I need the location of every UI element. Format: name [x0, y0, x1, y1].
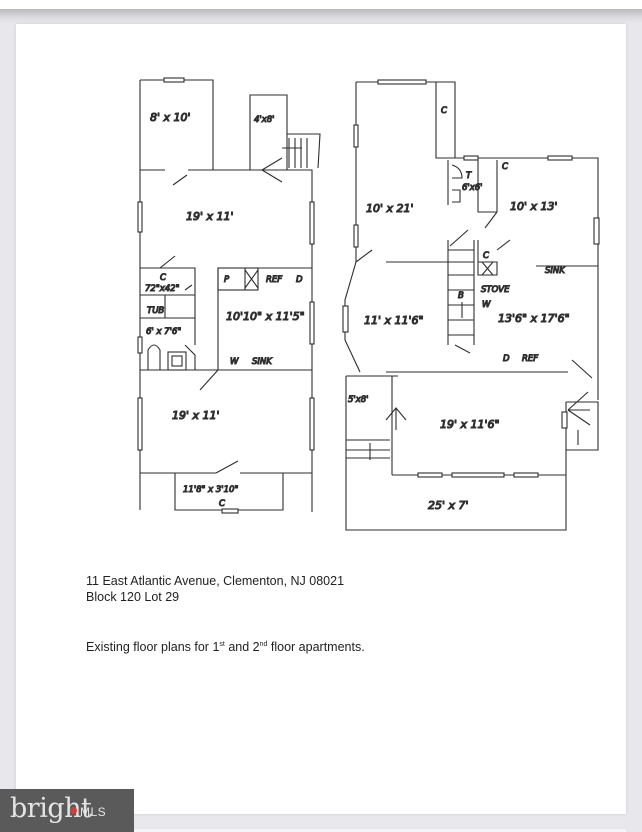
address-line: 11 East Atlantic Avenue, Clementon, NJ 0…: [86, 574, 345, 588]
fixture-label: D: [296, 275, 303, 285]
fixture-label: REF: [522, 354, 538, 364]
room-label: 8' x 10': [150, 111, 191, 124]
document-page: 8' x 10' 4'x8' 19' x 11' C 72"x42" TUB 6…: [16, 24, 626, 814]
fixture-label: D: [503, 354, 510, 364]
room-label: 6'x6': [462, 183, 483, 193]
fixture-label: T: [466, 171, 472, 181]
fixture-label: C: [483, 251, 489, 261]
room-label: 11'8" x 3'10": [183, 485, 238, 495]
room-label: 5'x8': [348, 395, 369, 405]
room-label: TUB: [147, 306, 164, 316]
fixture-label: C: [441, 106, 447, 116]
fixture-label: C: [219, 499, 225, 509]
description-line: Existing floor plans for 1st and 2nd flo…: [86, 640, 365, 654]
watermark-dot-icon: [70, 807, 77, 814]
fixture-label: W: [230, 357, 239, 367]
next-page-edge: [134, 829, 626, 832]
room-label: 19' x 11'6": [440, 418, 500, 431]
room-label: 11' x 11'6": [364, 314, 424, 327]
room-label: 25' x 7': [428, 499, 469, 512]
fixture-label: SINK: [252, 357, 273, 367]
viewer-top-shadow: [0, 9, 642, 23]
room-label: 13'6" x 17'6": [498, 312, 570, 325]
fixture-label: B: [458, 291, 464, 301]
fixture-label: C: [160, 273, 166, 283]
room-label: 6' x 7'6": [146, 327, 181, 337]
fixture-label: P: [224, 275, 230, 285]
watermark-suffix: MLS: [80, 805, 107, 819]
fixture-label: REF: [266, 275, 282, 285]
room-label: 10' x 13': [510, 200, 558, 213]
block-lot-line: Block 120 Lot 29: [86, 590, 180, 604]
room-label: 72"x42": [145, 284, 180, 294]
watermark-brand: bright: [10, 793, 92, 824]
bright-mls-watermark: bright MLS: [0, 789, 134, 832]
room-label: 19' x 11': [186, 210, 234, 223]
fixture-label: C: [502, 162, 508, 172]
room-label: 10'10" x 11'5": [226, 310, 305, 323]
room-label: 4'x8': [254, 115, 275, 125]
fixture-label: W: [482, 300, 491, 310]
room-label: 10' x 21': [366, 202, 414, 215]
fixture-label: SINK: [545, 266, 566, 276]
fixture-label: STOVE: [481, 285, 510, 295]
floor-plan-drawing: 8' x 10' 4'x8' 19' x 11' C 72"x42" TUB 6…: [137, 77, 600, 531]
viewer-top-bar: [0, 0, 642, 9]
room-label: 19' x 11': [172, 409, 220, 422]
first-floor-plan: [137, 77, 321, 514]
second-floor-plan: [342, 79, 600, 531]
